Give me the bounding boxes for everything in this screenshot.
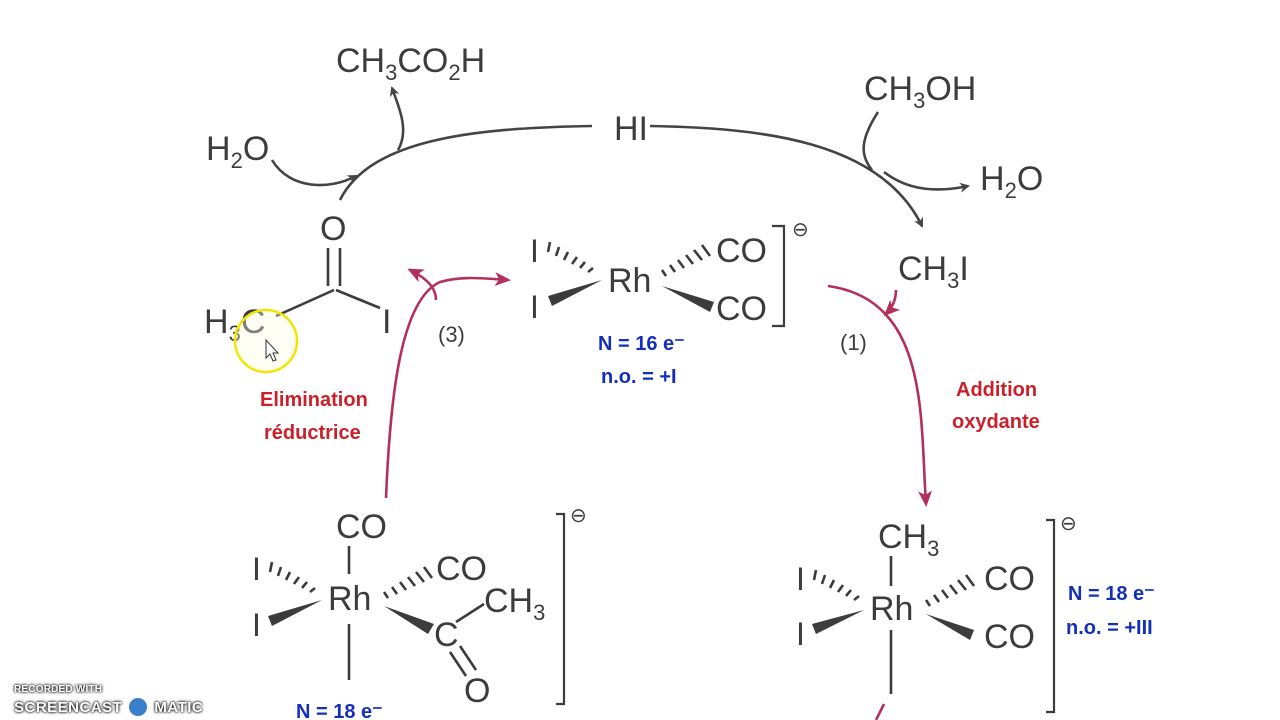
cycle-bottom-arrow-fragment	[874, 703, 886, 720]
step-3-label: (3)	[438, 322, 465, 347]
acyl-iodide-release-arrow	[407, 268, 438, 301]
top-complex-co-1: CO	[716, 232, 767, 270]
water-formula-right: H2O	[980, 160, 1043, 203]
left-complex-acyl-co-bond-2	[458, 645, 478, 671]
top-complex-iodide-1: I	[530, 233, 539, 269]
methanol-entry-arrow	[862, 111, 880, 171]
methyl-iodide-in-arrow	[883, 289, 901, 317]
mouse-cursor-icon	[265, 338, 280, 362]
right-complex-rhodium: Rh	[870, 590, 913, 628]
right-complex-bracket	[1046, 518, 1056, 714]
top-oxidation-state: n.o. = +I	[601, 366, 677, 388]
oxidative-addition-label-2: oxydante	[952, 411, 1040, 433]
acyl-c-ch3-bond	[275, 288, 335, 318]
oxidative-addition-arrow	[827, 284, 933, 507]
reductive-elimination-arrow	[384, 272, 511, 499]
methyl-iodide-formula: CH3I	[898, 250, 969, 293]
left-complex-iodide-2: I	[252, 607, 261, 643]
watermark-brand-left: SCREENCAST	[14, 698, 123, 716]
top-electron-count: N = 16 e⁻	[598, 333, 685, 355]
left-complex-acyl-methyl: CH3	[484, 582, 545, 625]
reductive-elimination-label-1: Elimination	[260, 389, 368, 411]
methanol-formula: CH3OH	[864, 70, 976, 113]
left-complex-bracket	[556, 512, 566, 706]
left-complex-charge: ⊖	[570, 505, 587, 527]
water-formula-left: H2O	[206, 130, 269, 173]
right-complex-hashed-bond-right	[924, 574, 976, 607]
top-complex-co-2: CO	[716, 290, 767, 328]
oxidative-addition-label-1: Addition	[956, 379, 1037, 401]
right-complex-iodide-1: I	[796, 561, 805, 597]
watermark-line-1: RECORDED WITH	[14, 684, 103, 695]
left-complex-iodide-1: I	[252, 551, 261, 587]
top-complex-iodide-2: I	[530, 289, 539, 325]
hi-arc-left	[338, 124, 593, 201]
hi-formula: HI	[614, 110, 648, 148]
top-complex-wedge-bond-right	[662, 286, 714, 312]
right-complex-co-2: CO	[984, 618, 1035, 656]
acyl-iodine: I	[382, 303, 391, 341]
left-complex-rhodium: Rh	[328, 580, 371, 618]
right-complex-wedge-bond-left	[812, 610, 864, 634]
left-complex-hashed-bond-right	[382, 566, 434, 599]
hi-arc-right	[649, 124, 924, 228]
left-complex-acyl-ch3-bond	[455, 602, 485, 624]
right-complex-methyl: CH3	[878, 518, 939, 561]
screencast-logo-icon	[126, 695, 151, 719]
left-complex-hashed-bond-left	[268, 561, 316, 594]
screencast-watermark: RECORDED WITH SCREENCAST MATIC	[14, 684, 224, 719]
right-complex-hashed-bond-left	[812, 569, 860, 602]
top-complex-rhodium: Rh	[608, 262, 651, 300]
top-complex-charge: ⊖	[792, 219, 809, 241]
right-complex-wedge-bond-right	[926, 614, 974, 640]
top-complex-wedge-bond-left	[548, 280, 602, 306]
reductive-elimination-label-2: réductrice	[264, 422, 361, 444]
left-complex-wedge-bond-left	[268, 600, 322, 626]
left-complex-acyl-oxygen: O	[464, 672, 490, 710]
left-complex-co-right: CO	[436, 550, 487, 588]
left-complex-wedge-bond-acyl	[384, 606, 434, 634]
top-complex-bracket	[772, 224, 786, 328]
left-complex-acyl-carbon: C	[434, 616, 459, 654]
right-complex-charge: ⊖	[1060, 513, 1077, 535]
acetic-acid-formula: CH3CO2H	[336, 42, 485, 85]
top-complex-hashed-bond-left	[546, 241, 594, 274]
right-oxidation-state: n.o. = +III	[1066, 617, 1153, 639]
water-release-arrow	[883, 170, 970, 193]
right-electron-count: N = 18 e⁻	[1068, 583, 1155, 605]
left-complex-acyl-co-bond-1	[448, 651, 468, 677]
top-complex-hashed-bond-right	[660, 244, 712, 277]
right-complex-iodide-2: I	[796, 616, 805, 652]
acetic-acid-release-arrow	[389, 86, 405, 151]
acyl-c-i-bond	[335, 288, 381, 310]
step-1-label: (1)	[840, 330, 867, 355]
acyl-oxygen: O	[320, 210, 346, 248]
watermark-brand-right: MATIC	[154, 698, 204, 716]
left-complex-co-top: CO	[336, 508, 387, 546]
right-complex-co-1: CO	[984, 560, 1035, 598]
water-entry-arrow	[270, 159, 358, 187]
watermark-brand: SCREENCAST MATIC	[14, 695, 224, 719]
left-electron-count: N = 18 e⁻	[296, 701, 383, 720]
